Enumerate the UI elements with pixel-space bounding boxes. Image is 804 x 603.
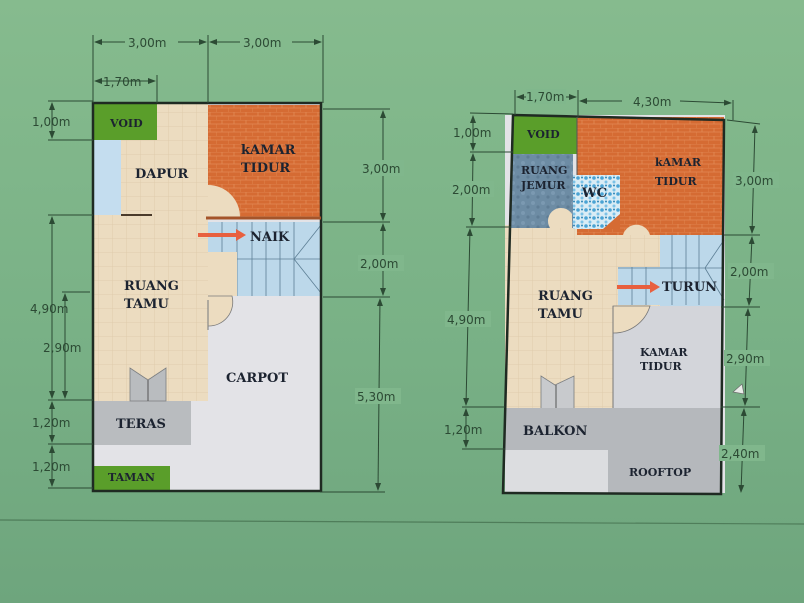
dim-upper-right-2: 2,00m: [730, 265, 768, 279]
dim-left-2: 4,90m: [30, 302, 68, 316]
dim-left-1: 1,00m: [32, 115, 70, 129]
label-balkon: BALKON: [523, 424, 587, 439]
dim-left-4: 1,20m: [32, 416, 70, 430]
dim-upper-right-1: 3,00m: [735, 174, 773, 188]
dim-upper-left-1: 1,00m: [453, 126, 491, 140]
label-turun: TURUN: [662, 280, 717, 295]
label-kamar2-2: TIDUR: [640, 360, 682, 373]
label-kamar-2: TIDUR: [241, 161, 290, 176]
label-kamar2-1: KAMAR: [640, 346, 688, 359]
dim-void-width: 1,70m: [103, 75, 141, 89]
dim-right-3: 5,30m: [357, 390, 395, 404]
label-ruang-tamu-1: RUANG: [124, 279, 179, 294]
label-ruang-jemur-1: RUANG: [521, 164, 567, 177]
dim-upper-left-3: 4,90m: [447, 313, 485, 327]
label-ruang-jemur-2: JEMUR: [520, 179, 566, 192]
label-wc: WC: [581, 186, 607, 201]
first-floor-plan: VOID RUANG JEMUR WC kAMAR TIDUR TURUN RU…: [444, 89, 779, 496]
label-kamar-1: kAMAR: [241, 143, 296, 158]
wc-area: [573, 175, 620, 229]
dim-left-5: 1,20m: [32, 460, 70, 474]
dim-left-3: 2,90m: [43, 341, 81, 355]
mouse-cursor-icon: [732, 383, 745, 395]
stairs-upper: [660, 235, 724, 307]
label-carpot: CARPOT: [226, 371, 288, 386]
dim-right-1: 3,00m: [362, 162, 400, 176]
label-void-upper: VOID: [526, 128, 560, 141]
screen-edge-line: [0, 519, 804, 525]
label-ruang-tamu-upper-2: TAMU: [538, 307, 583, 322]
dim-upper-left-2: 2,00m: [452, 183, 490, 197]
void-area: [93, 103, 157, 140]
label-rooftop: ROOFTOP: [629, 466, 691, 479]
void-upper-area: [513, 116, 577, 154]
label-dapur: DAPUR: [135, 167, 188, 182]
label-kamar-upper-1: kAMAR: [655, 156, 702, 169]
label-taman: TAMAN: [108, 471, 155, 484]
dim-top-2: 3,00m: [243, 36, 281, 50]
label-ruang-tamu-upper-1: RUANG: [538, 289, 593, 304]
label-void: VOID: [109, 117, 143, 130]
balkon-area: [505, 408, 721, 450]
dim-upper-right-4: 2,40m: [721, 447, 759, 461]
dim-upper-left-4: 1,20m: [444, 423, 482, 437]
ground-floor-plan: VOID DAPUR kAMAR TIDUR NAIK RUANG TAMU C…: [30, 35, 404, 493]
dim-upper-right-3: 2,90m: [726, 352, 764, 366]
teras-area: [93, 401, 191, 445]
dim-upper-top-1: 1,70m: [526, 90, 564, 104]
label-teras: TERAS: [116, 417, 166, 432]
dim-right-2: 2,00m: [360, 257, 398, 271]
label-ruang-tamu-2: TAMU: [124, 297, 169, 312]
label-kamar-upper-2: TIDUR: [655, 175, 697, 188]
rooftop-area: [608, 450, 721, 493]
label-naik: NAIK: [250, 230, 290, 245]
dim-upper-top-2: 4,30m: [633, 95, 671, 109]
dim-top-1: 3,00m: [128, 36, 166, 50]
taman-area: [93, 466, 170, 490]
